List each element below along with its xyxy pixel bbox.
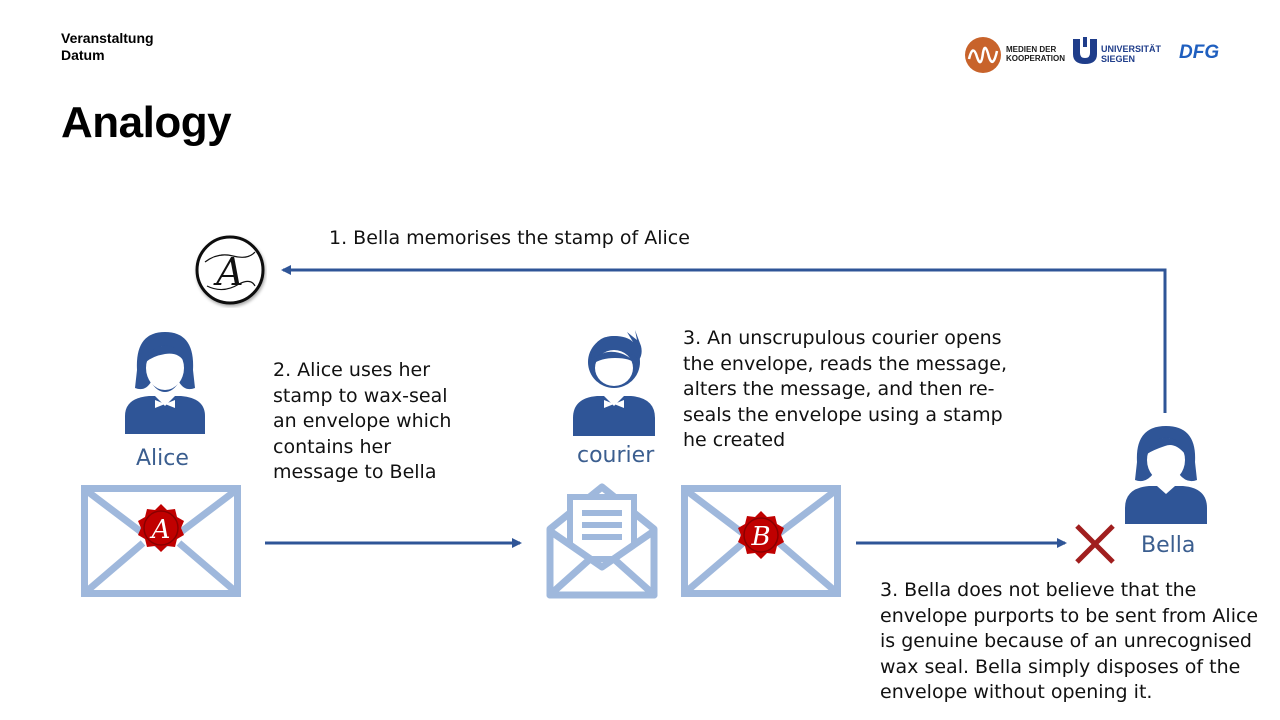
siegen-logo-text: UNIVERSITÄT SIEGEN: [1101, 44, 1162, 64]
open-envelope-icon: [546, 483, 658, 599]
forged-envelope-icon: B: [681, 485, 841, 597]
step-1-text: 1. Bella memorises the stamp of Alice: [329, 227, 690, 249]
bella-label: Bella: [1141, 533, 1196, 558]
mdk-logo-text: MEDIEN DER KOOPERATION: [1006, 45, 1065, 63]
page-title: Analogy: [61, 98, 232, 147]
forged-seal-letter: B: [750, 522, 770, 552]
forged-wax-seal: B: [738, 511, 784, 559]
reject-x-icon: [1075, 524, 1115, 564]
step-2-text: 2. Alice uses her stamp to wax-seal an e…: [273, 359, 452, 483]
alice-wax-seal: A: [138, 504, 184, 552]
event-name: Veranstaltung: [61, 30, 154, 46]
alice-seal-letter: A: [150, 515, 171, 545]
step-3b-text: 3. Bella does not believe that the envel…: [880, 579, 1259, 703]
step-3a-text: 3. An unscrupulous courier opens the env…: [683, 327, 1007, 451]
dfg-logo: DFG: [1179, 42, 1220, 63]
event-date: Datum: [61, 47, 105, 63]
stamp-letter: A: [213, 250, 243, 294]
courier-avatar-icon: [573, 330, 655, 436]
siegen-logo-icon: [1073, 37, 1097, 64]
alice-avatar-icon: [125, 332, 205, 434]
arrow-bella-to-stamp: [281, 265, 1167, 413]
sealed-envelope-icon: A: [81, 485, 241, 597]
alice-label: Alice: [136, 446, 189, 471]
stamp-icon: A: [195, 235, 265, 305]
courier-label: courier: [577, 443, 655, 468]
event-header: Veranstaltung Datum: [61, 30, 154, 64]
logo-bar: MEDIEN DER KOOPERATION UNIVERSITÄT SIEGE…: [960, 33, 1230, 75]
mdk-logo-icon: [965, 37, 1001, 73]
bella-avatar-icon: [1125, 426, 1207, 524]
